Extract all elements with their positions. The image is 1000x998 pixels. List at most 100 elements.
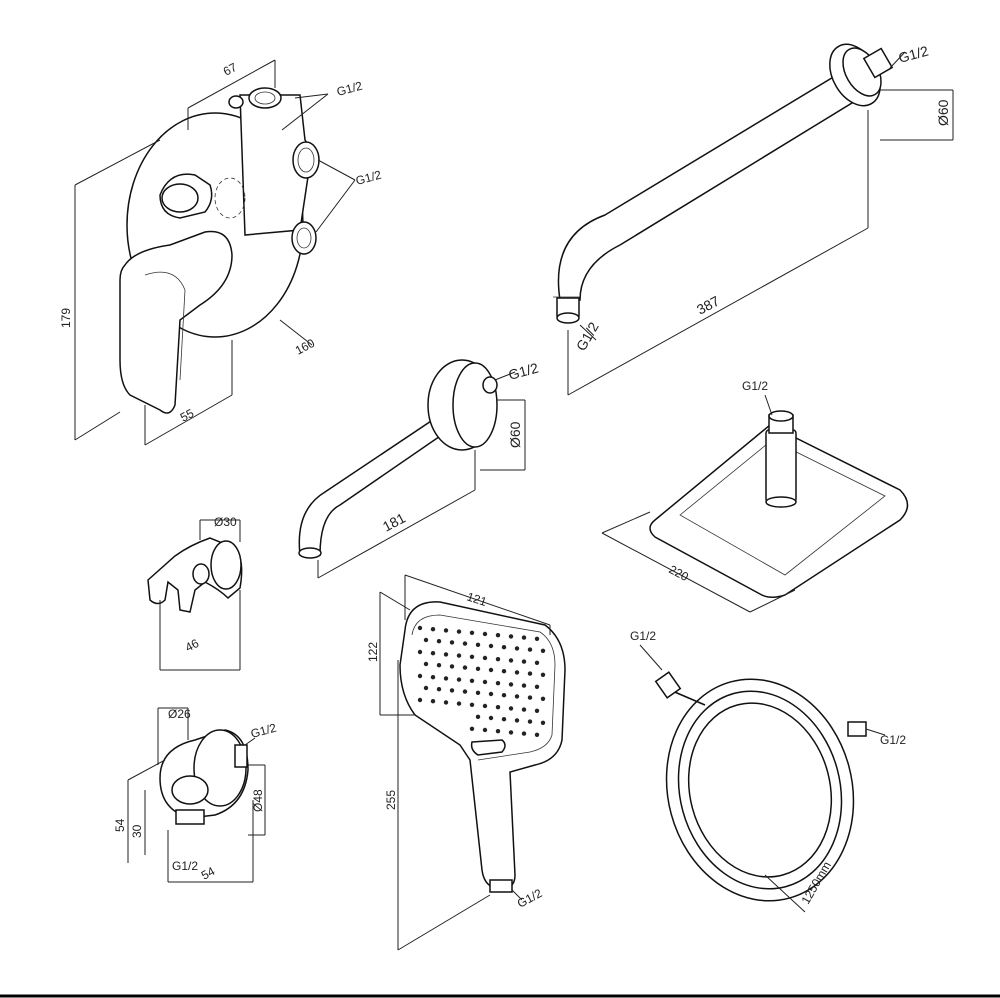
nozzle-dot — [495, 681, 501, 686]
hand-shower-drawing: 121 122 255 G1/2 — [366, 574, 566, 951]
nozzle-dot — [527, 671, 533, 676]
hand-g-label: G1/2 — [515, 886, 545, 911]
nozzle-dot — [521, 659, 527, 664]
nozzle-dot — [443, 628, 449, 633]
shower-arm-drawing: G1/2 Ø60 387 G1/2 — [553, 43, 954, 396]
nozzle-dot — [417, 697, 423, 703]
mixer-g-label-2: G1/2 — [354, 168, 383, 188]
holder-drawing: Ø30 46 — [147, 515, 243, 671]
elbow-g-bottom-label: G1/2 — [172, 859, 198, 873]
nozzle-dot — [527, 695, 533, 700]
nozzle-dot — [482, 727, 488, 733]
nozzle-dot — [430, 627, 436, 632]
nozzle-dot — [540, 648, 546, 653]
head-size-label: 220 — [667, 562, 692, 584]
nozzle-dot — [423, 685, 429, 691]
nozzle-dot — [514, 718, 520, 723]
nozzle-dot — [501, 717, 507, 722]
nozzle-dot — [469, 654, 475, 659]
elbow-diameter-label: Ø26 — [168, 707, 191, 721]
nozzle-dot — [462, 641, 468, 646]
nozzle-dot — [449, 640, 455, 645]
hand-width-label: 121 — [465, 590, 489, 610]
nozzle-dot — [482, 631, 488, 637]
nozzle-dot — [449, 664, 455, 669]
nozzle-dot — [534, 708, 540, 713]
hose-g-top-label: G1/2 — [630, 629, 656, 643]
arm-g-bottom-label: G1/2 — [573, 319, 602, 353]
nozzle-dot — [534, 732, 540, 737]
shower-head-drawing: G1/2 220 — [601, 379, 909, 613]
nozzle-dot — [495, 705, 501, 710]
nozzle-dot — [417, 673, 423, 679]
nozzle-dot — [488, 667, 494, 673]
mixer-width-label: 67 — [221, 60, 240, 79]
elbow-width-label: 54 — [199, 864, 218, 883]
nozzle-dot — [534, 684, 540, 689]
nozzle-dot — [475, 690, 481, 695]
nozzle-dot — [521, 683, 527, 688]
nozzle-dot — [456, 677, 462, 682]
nozzle-dot — [527, 647, 533, 652]
hand-face-label: 122 — [366, 642, 380, 662]
hand-height-label: 255 — [384, 790, 398, 810]
nozzle-dot — [495, 633, 501, 638]
nozzle-dot — [508, 730, 514, 735]
nozzle-dot — [495, 657, 501, 662]
nozzle-dot — [417, 649, 423, 655]
nozzle-dot — [443, 676, 449, 681]
nozzle-dot — [462, 665, 468, 670]
spout-g-label: G1/2 — [507, 360, 541, 383]
nozzle-dot — [540, 696, 546, 701]
nozzle-dot — [469, 630, 475, 635]
mixer-g-label-1: G1/2 — [335, 79, 364, 99]
nozzle-dot — [521, 731, 527, 736]
nozzle-dot — [469, 726, 475, 731]
nozzle-dot — [482, 703, 488, 709]
arm-length-label: 387 — [694, 292, 722, 317]
nozzle-dot — [475, 714, 481, 719]
nozzle-dot — [417, 625, 423, 631]
spout-length-label: 181 — [380, 509, 408, 534]
spray-nozzles — [417, 625, 546, 737]
nozzle-dot — [436, 639, 442, 644]
nozzle-dot — [469, 702, 475, 707]
nozzle-dot — [540, 672, 546, 677]
elbow-h2-label: 30 — [130, 824, 144, 838]
elbow-h1-label: 54 — [113, 818, 127, 832]
nozzle-dot — [475, 666, 481, 671]
holder-depth-label: 46 — [183, 636, 202, 655]
nozzle-dot — [514, 670, 520, 675]
nozzle-dot — [534, 636, 540, 641]
elbow-drawing: Ø26 G1/2 54 30 Ø48 G1/2 54 — [113, 707, 278, 883]
nozzle-dot — [475, 642, 481, 647]
nozzle-dot — [430, 675, 436, 680]
hose-drawing: G1/2 G1/2 1250mm — [630, 629, 906, 913]
mixer-diameter-label: 160 — [293, 336, 318, 358]
nozzle-dot — [482, 679, 488, 685]
nozzle-dot — [488, 643, 494, 649]
nozzle-dot — [508, 634, 514, 639]
nozzle-dot — [534, 660, 540, 665]
spout-diameter-label: Ø60 — [507, 421, 523, 448]
nozzle-dot — [430, 699, 436, 704]
spout-drawing: G1/2 Ø60 181 — [298, 359, 541, 579]
arm-diameter-label: Ø60 — [935, 99, 951, 126]
elbow-d2-label: Ø48 — [251, 789, 265, 812]
nozzle-dot — [469, 678, 475, 683]
nozzle-dot — [488, 715, 494, 721]
head-g-label: G1/2 — [742, 379, 768, 393]
nozzle-dot — [514, 646, 520, 651]
nozzle-dot — [423, 637, 429, 643]
mixer-height-label: 179 — [59, 308, 73, 328]
holder-diameter-label: Ø30 — [214, 515, 237, 529]
arm-g-top-label: G1/2 — [897, 43, 931, 66]
nozzle-dot — [488, 691, 494, 697]
hose-g-right-label: G1/2 — [880, 733, 906, 747]
mixer-depth-label: 55 — [178, 406, 197, 425]
nozzle-dot — [423, 661, 429, 667]
nozzle-dot — [540, 720, 546, 725]
nozzle-dot — [456, 701, 462, 706]
nozzle-dot — [508, 682, 514, 687]
